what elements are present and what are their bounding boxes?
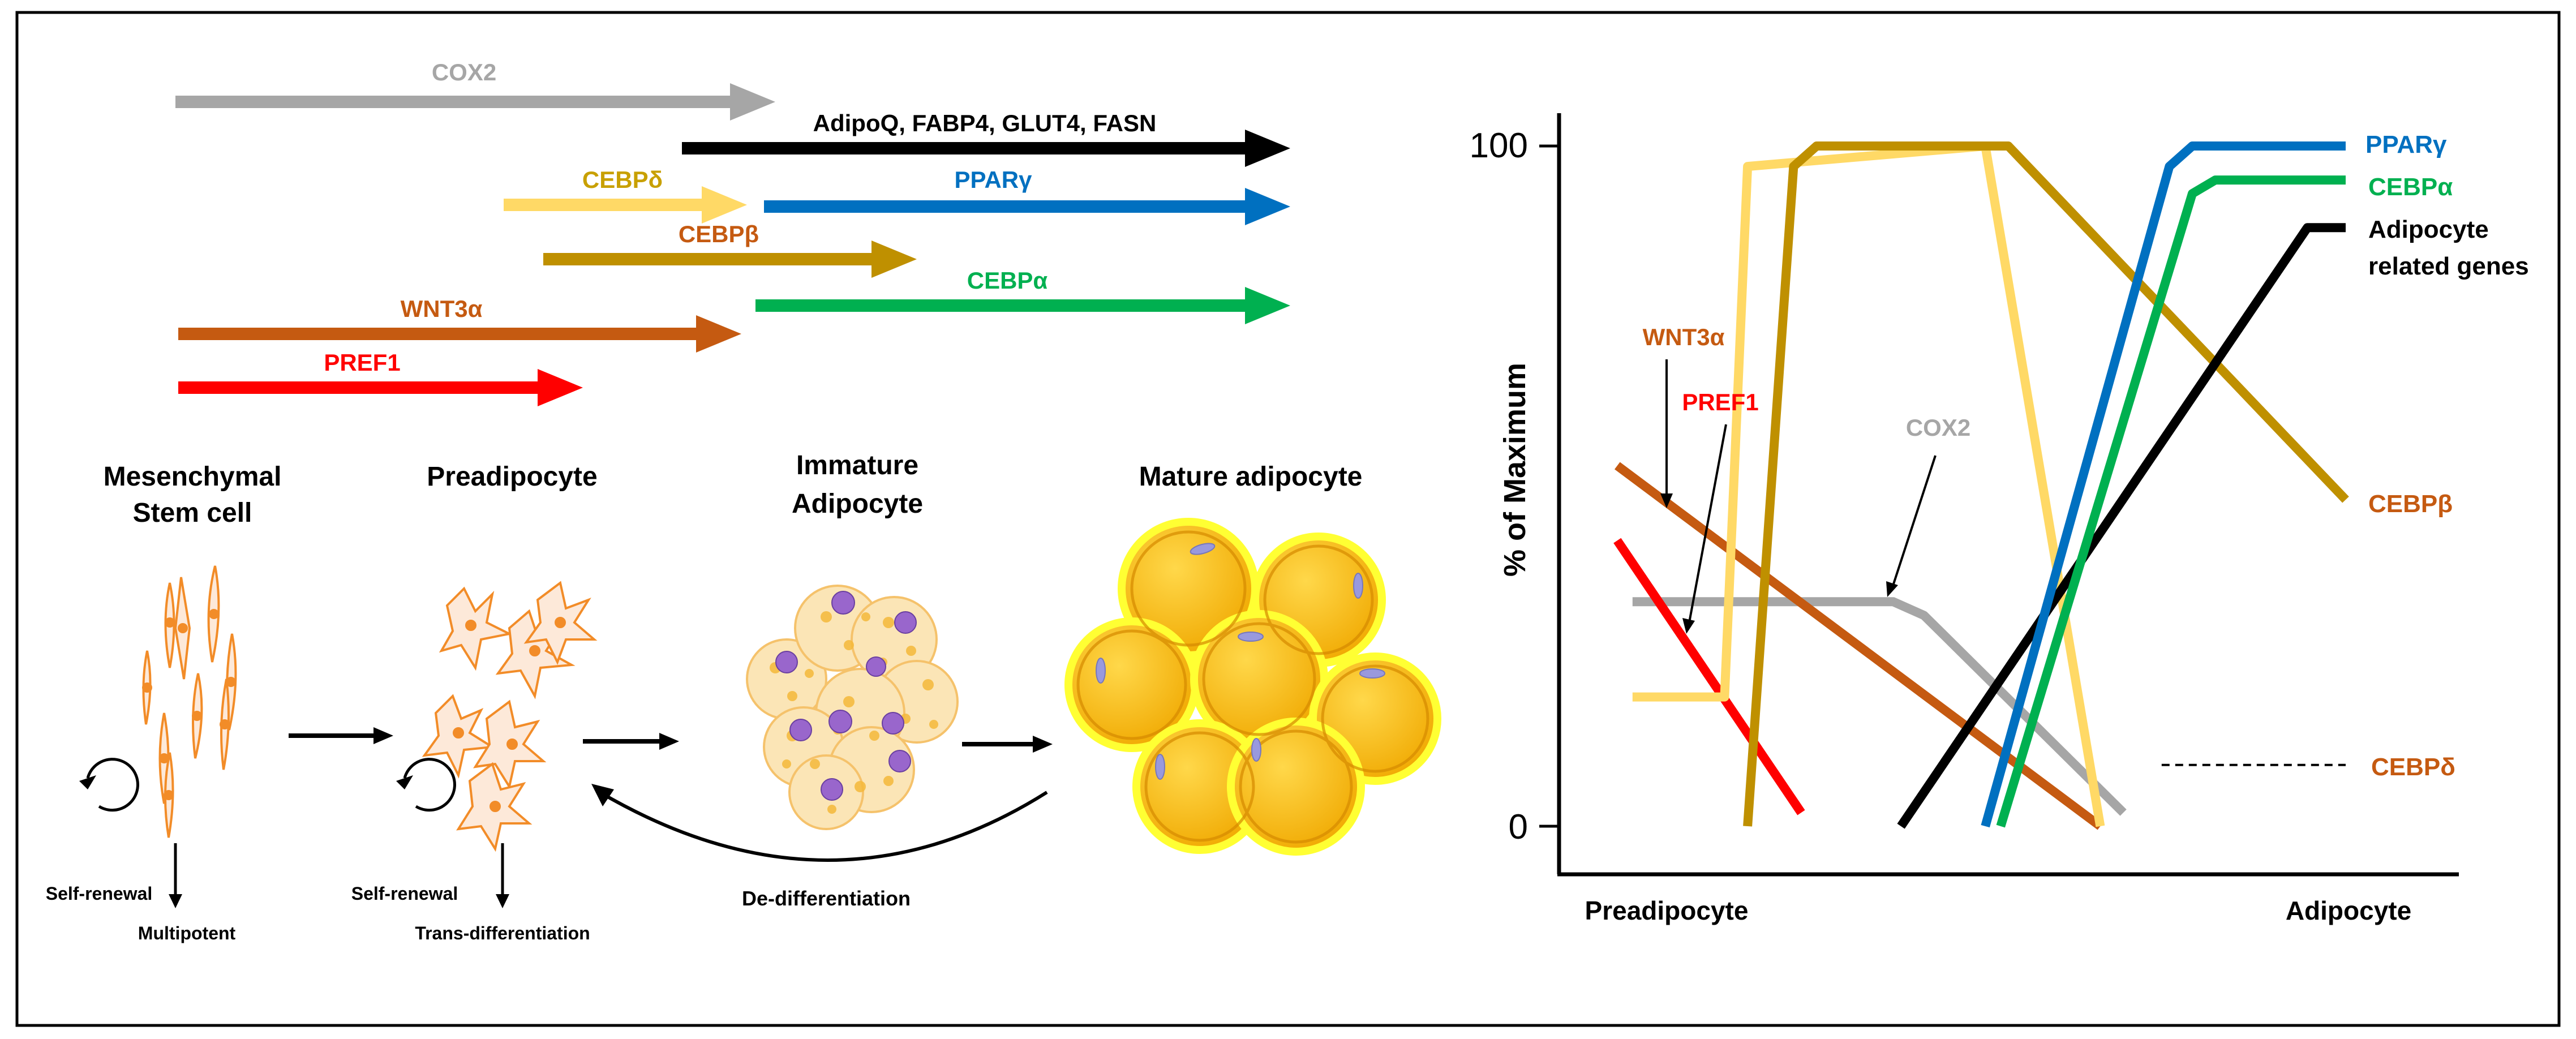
series-label-ppar-gamma: PPARγ bbox=[2365, 131, 2447, 158]
cox2-arrow: COX2 bbox=[175, 59, 775, 121]
annotation-cox2-pointer bbox=[1892, 455, 1937, 586]
mature-genes-arrow: AdipoQ, FABP4, GLUT4, FASN bbox=[682, 110, 1290, 167]
series-line-0 bbox=[1981, 141, 2346, 828]
pre-trans-differentiation-arrow: Trans-differentiation bbox=[415, 843, 590, 943]
series-line-3 bbox=[1743, 141, 2349, 827]
annotation-wnt3a: WNT3α bbox=[1643, 324, 1725, 350]
y-tick-label-0: 0 bbox=[1509, 808, 1528, 847]
series-label-cebp-beta: CEBPβ bbox=[2368, 490, 2453, 518]
x-label-right: Adipocyte bbox=[2286, 896, 2411, 925]
series-label-cebp-delta: CEBPδ bbox=[2371, 753, 2455, 781]
stage-arrow-1 bbox=[289, 727, 393, 744]
cebp-delta-arrow-label: CEBPδ bbox=[582, 166, 663, 193]
series-label-cebp-alpha: CEBPα bbox=[2368, 173, 2453, 201]
x-label-left: Preadipocyte bbox=[1585, 896, 1749, 925]
msc-multipotent-arrow: Multipotent bbox=[138, 843, 236, 943]
msc-self-renewal-label: Self-renewal bbox=[46, 883, 153, 904]
annotation-pref1: PREF1 bbox=[1682, 389, 1758, 415]
msc-self-renewal-cycle: Self-renewal bbox=[46, 758, 153, 904]
annotation-cox2-arrowhead bbox=[1886, 581, 1898, 597]
annotation-wnt3a-arrowhead bbox=[1660, 493, 1673, 508]
chart-series bbox=[1613, 141, 2349, 830]
series-line-4 bbox=[1632, 141, 2105, 827]
cebp-beta-arrow: CEBPβ bbox=[543, 221, 917, 278]
immature-label-line2: Adipocyte bbox=[792, 489, 923, 519]
pref1-arrow: PREF1 bbox=[178, 349, 583, 406]
pre-self-renewal-label: Self-renewal bbox=[351, 883, 458, 904]
msc-label-line2: Stem cell bbox=[133, 498, 252, 528]
series-line-6 bbox=[1613, 538, 1805, 815]
pre-trans-label: Trans-differentiation bbox=[415, 923, 590, 943]
annotation-cox2: COX2 bbox=[1906, 414, 1970, 441]
msc-multipotent-label: Multipotent bbox=[138, 923, 236, 943]
y-tick-label-100: 100 bbox=[1470, 126, 1528, 165]
cebp-delta-arrow: CEBPδ bbox=[504, 166, 747, 224]
dedifferentiation-arrow: De-differentiation bbox=[591, 784, 1048, 910]
preadipocyte-label: Preadipocyte bbox=[427, 462, 597, 492]
msc-label-line1: Mesenchymal bbox=[104, 462, 282, 492]
ppar-gamma-arrow-label: PPARγ bbox=[955, 166, 1033, 193]
wnt3a-arrow-label: WNT3α bbox=[401, 295, 483, 322]
annotation-pref1-pointer bbox=[1688, 424, 1727, 623]
series-label-adipocyte-genes-line2: related genes bbox=[2368, 252, 2529, 280]
dedifferentiation-label: De-differentiation bbox=[742, 887, 911, 910]
cebp-alpha-arrow: CEBPα bbox=[755, 267, 1290, 324]
ppar-gamma-arrow: PPARγ bbox=[764, 166, 1290, 225]
y-axis-label: % of Maximum bbox=[1498, 363, 1532, 577]
pref1-arrow-label: PREF1 bbox=[324, 349, 400, 376]
stage-labels: Mesenchymal Stem cell Preadipocyte Immat… bbox=[104, 450, 1363, 528]
mature-label: Mature adipocyte bbox=[1139, 462, 1363, 492]
wnt3a-arrow: WNT3α bbox=[178, 295, 741, 353]
immature-label-line1: Immature bbox=[796, 450, 918, 480]
stage-arrow-3 bbox=[962, 736, 1053, 753]
immature-adipocytes-illustration bbox=[746, 585, 959, 830]
gene-timeline-arrows: COX2 AdipoQ, FABP4, GLUT4, FASN CEBPδ PP… bbox=[175, 59, 1290, 406]
cebp-alpha-arrow-label: CEBPα bbox=[967, 267, 1048, 294]
mesenchymal-stem-cells-illustration bbox=[142, 565, 237, 838]
mature-adipocytes-illustration bbox=[1064, 518, 1441, 856]
series-line-7 bbox=[1632, 597, 2127, 816]
cox2-arrow-label: COX2 bbox=[432, 59, 496, 85]
figure-border bbox=[15, 11, 2561, 1027]
preadipocytes-illustration bbox=[422, 581, 598, 852]
expression-line-chart: 100 0 % of Maximum Preadipocyte Adipocyt… bbox=[1470, 113, 2529, 925]
mature-genes-arrow-label: AdipoQ, FABP4, GLUT4, FASN bbox=[813, 110, 1157, 136]
cebp-beta-arrow-label: CEBPβ bbox=[679, 221, 759, 247]
series-line-1 bbox=[1996, 175, 2346, 828]
pre-self-renewal-cycle: Self-renewal bbox=[351, 758, 458, 904]
series-label-adipocyte-genes-line1: Adipocyte bbox=[2368, 216, 2489, 243]
stage-arrow-2 bbox=[583, 733, 679, 750]
annotation-pref1-arrowhead bbox=[1682, 618, 1695, 634]
